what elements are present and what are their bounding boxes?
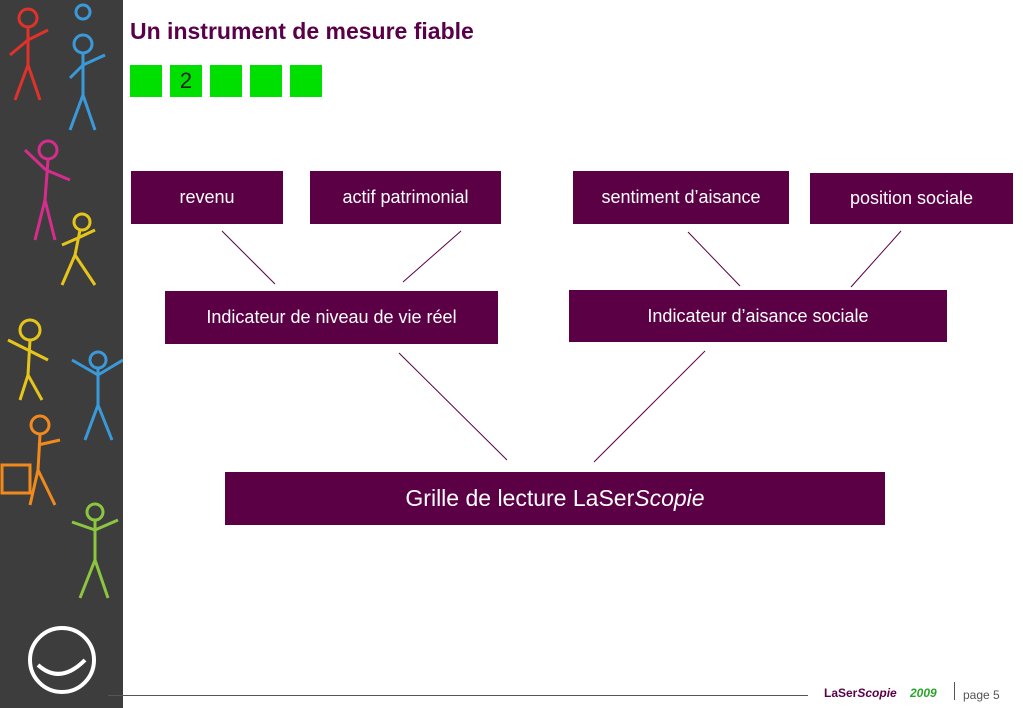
box-actif-patrimonial: actif patrimonial [310, 171, 501, 224]
stick-figure-decoration-icon [0, 3, 123, 694]
connector-actif [402, 230, 462, 283]
footer-brand-prefix: LaSer [824, 686, 858, 700]
page-title: Un instrument de mesure fiable [130, 18, 474, 44]
box-revenu: revenu [131, 171, 283, 224]
step-1[interactable] [130, 65, 162, 97]
step-3[interactable] [210, 65, 242, 97]
grille-label-italic: Scopie [634, 485, 705, 511]
step-indicator: 2 [130, 65, 322, 97]
connector-niveau [398, 352, 508, 461]
step-5[interactable] [290, 65, 322, 97]
footer-year: 2009 [910, 686, 937, 700]
connector-position [850, 230, 902, 288]
box-indicateur-niveau-vie: Indicateur de niveau de vie réel [165, 291, 498, 344]
page-number: page 5 [963, 688, 1000, 702]
decorative-sidebar [0, 0, 123, 708]
footer-divider [108, 695, 808, 696]
connector-sentiment [687, 231, 741, 287]
connector-revenu [221, 230, 276, 285]
box-sentiment-aisance: sentiment d’aisance [573, 171, 789, 224]
footer-separator [954, 682, 955, 700]
laserscopie-logo-icon [28, 626, 96, 694]
step-2[interactable]: 2 [170, 65, 202, 97]
grille-label: Grille de lecture LaSer [405, 485, 635, 511]
box-position-sociale: position sociale [810, 173, 1013, 224]
connector-aisance [593, 350, 706, 463]
step-4[interactable] [250, 65, 282, 97]
footer-brand: LaSerScopie [824, 686, 897, 700]
box-indicateur-aisance-sociale: Indicateur d’aisance sociale [569, 290, 947, 342]
footer-brand-italic: Scopie [857, 686, 897, 700]
